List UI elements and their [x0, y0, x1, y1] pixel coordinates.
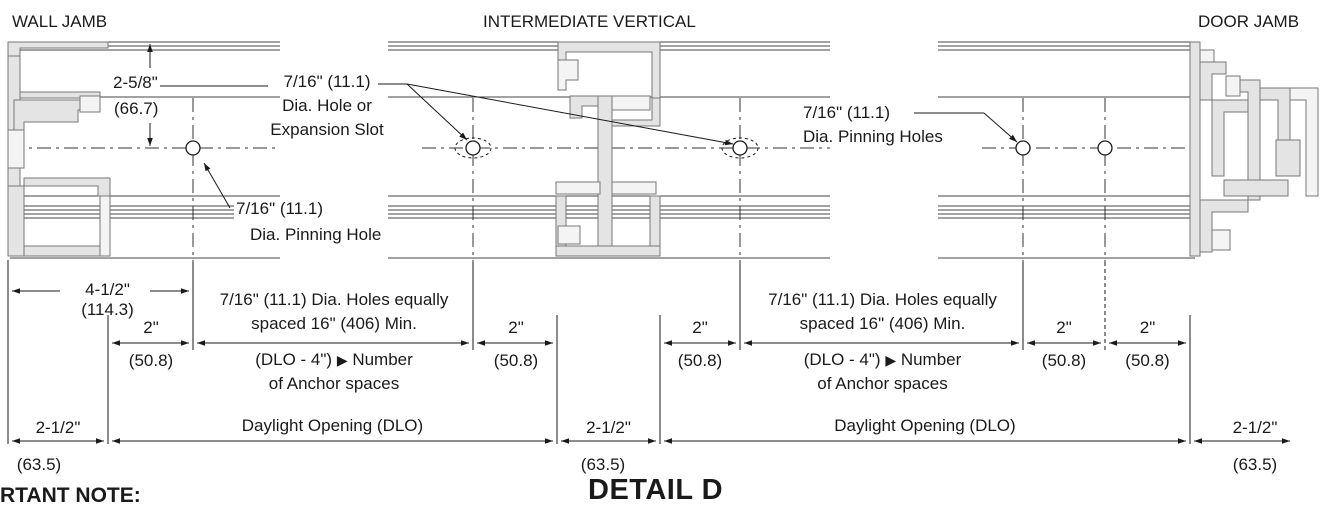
two-inch-label: 2" — [1056, 318, 1072, 337]
wall-jamb-title: WALL JAMB — [12, 12, 108, 31]
left-spacing-line3-a: (DLO - 4") — [255, 350, 337, 369]
pinning-hole-line1: 7/16" (11.1) — [236, 199, 323, 218]
left-spacing-note-top: 7/16" (11.1) Dia. Holes equally spaced 1… — [198, 290, 470, 334]
dlo-label-right: Daylight Opening (DLO) — [834, 416, 1016, 435]
divide-arrow-icon: ▶ — [885, 352, 897, 368]
pinning-holes-callout: 7/16" (11.1) Dia. Pinning Holes — [803, 103, 943, 147]
two-inch-metric-3: (50.8) — [677, 351, 723, 370]
two-inch-dim-3: 2" — [660, 318, 740, 338]
left-spacing-line4: of Anchor spaces — [268, 374, 400, 393]
left-spacing-line2: spaced 16" (406) Min. — [251, 314, 417, 333]
two-inch-dim-4: 2" — [1023, 318, 1105, 338]
two-half-metric-1: (63.5) — [16, 455, 62, 474]
extension-lines — [8, 260, 1190, 444]
two-inch-dim-5: 2" — [1105, 318, 1190, 338]
edge-fraction-label: 4-1/2" — [85, 280, 130, 299]
door-jamb-title: DOOR JAMB — [1198, 12, 1300, 31]
right-spacing-line3: (DLO - 4") ▶ Number — [745, 350, 1020, 370]
important-note-heading: RTANT NOTE: — [0, 484, 141, 507]
expansion-slots — [455, 138, 758, 158]
offset-metric-label: (66.7) — [113, 99, 160, 119]
right-spacing-line2: spaced 16" (406) Min. — [799, 314, 966, 333]
door-jamb-profile — [1190, 42, 1318, 256]
offset-fraction-label: 2-5/8" — [111, 73, 160, 93]
right-spacing-note-bottom: (DLO - 4") ▶ Number of Anchor spaces — [745, 350, 1020, 394]
edge-metric-label: (114.3) — [81, 300, 134, 319]
expansion-slot-callout: 7/16" (11.1) Dia. Hole or Expansion Slot — [262, 72, 392, 140]
wall-jamb-profile — [8, 42, 110, 256]
two-inch-label: 2" — [508, 318, 524, 337]
intermediate-vertical-title: INTERMEDIATE VERTICAL — [483, 12, 696, 31]
two-inch-metric-5: (50.8) — [1125, 351, 1170, 370]
hole-centerlines — [193, 98, 1105, 262]
edge-dimension: 4-1/2" (114.3) — [65, 280, 150, 320]
two-inch-label: 2" — [143, 318, 159, 337]
detail-title: DETAIL D — [588, 474, 724, 506]
expansion-hole-1 — [466, 141, 480, 155]
callout-leaders — [147, 44, 1017, 208]
two-half-dim-2: 2-1/2" — [586, 418, 631, 437]
left-spacing-note-bottom: (DLO - 4") ▶ Number of Anchor spaces — [198, 350, 470, 394]
two-half-metric-3: (63.5) — [1232, 455, 1278, 474]
two-inch-metric-2: (50.8) — [493, 351, 539, 370]
expansion-slot-line2: Dia. Hole or — [282, 96, 372, 115]
expansion-hole-2 — [733, 141, 747, 155]
pinning-holes-line2: Dia. Pinning Holes — [803, 127, 943, 146]
right-spacing-note-top: 7/16" (11.1) Dia. Holes equally spaced 1… — [745, 290, 1020, 334]
two-inch-dim-1: 2" — [110, 318, 192, 338]
two-inch-label: 2" — [692, 318, 708, 337]
two-half-dim-3: 2-1/2" — [1232, 418, 1278, 437]
holes — [186, 141, 1112, 155]
pinning-holes-line1: 7/16" (11.1) — [803, 103, 890, 122]
dimension-lines — [12, 288, 1290, 444]
two-inch-metric-1: (50.8) — [128, 351, 174, 370]
left-spacing-line3-b: Number — [347, 350, 413, 369]
two-half-metric-2: (63.5) — [580, 455, 626, 474]
pinning-hole-right-2 — [1098, 141, 1112, 155]
pinning-hole-callout: 7/16" (11.1) — [234, 199, 325, 219]
pinning-hole-left — [186, 141, 200, 155]
right-spacing-line3-a: (DLO - 4") — [803, 350, 886, 369]
expansion-slot-line3: Expansion Slot — [270, 120, 384, 139]
two-half-dim-1: 2-1/2" — [35, 418, 81, 437]
two-inch-label: 2" — [1139, 318, 1156, 337]
dlo-label-left: Daylight Opening (DLO) — [241, 416, 424, 435]
two-inch-dim-2: 2" — [475, 318, 557, 338]
right-spacing-line3-b: Number — [896, 350, 962, 369]
left-spacing-line1: 7/16" (11.1) Dia. Holes equally — [219, 290, 449, 309]
pinning-hole-right-1 — [1016, 141, 1030, 155]
right-spacing-line1: 7/16" (11.1) Dia. Holes equally — [768, 290, 997, 309]
expansion-slot-line1: 7/16" (11.1) — [283, 72, 371, 91]
intermediate-vertical-profile — [556, 42, 660, 256]
divide-arrow-icon: ▶ — [336, 352, 348, 368]
left-spacing-line3: (DLO - 4") ▶ Number — [198, 350, 470, 370]
right-spacing-line4: of Anchor spaces — [817, 374, 948, 393]
pinning-hole-line2: Dia. Pinning Hole — [248, 225, 384, 245]
two-inch-metric-4: (50.8) — [1041, 351, 1087, 370]
